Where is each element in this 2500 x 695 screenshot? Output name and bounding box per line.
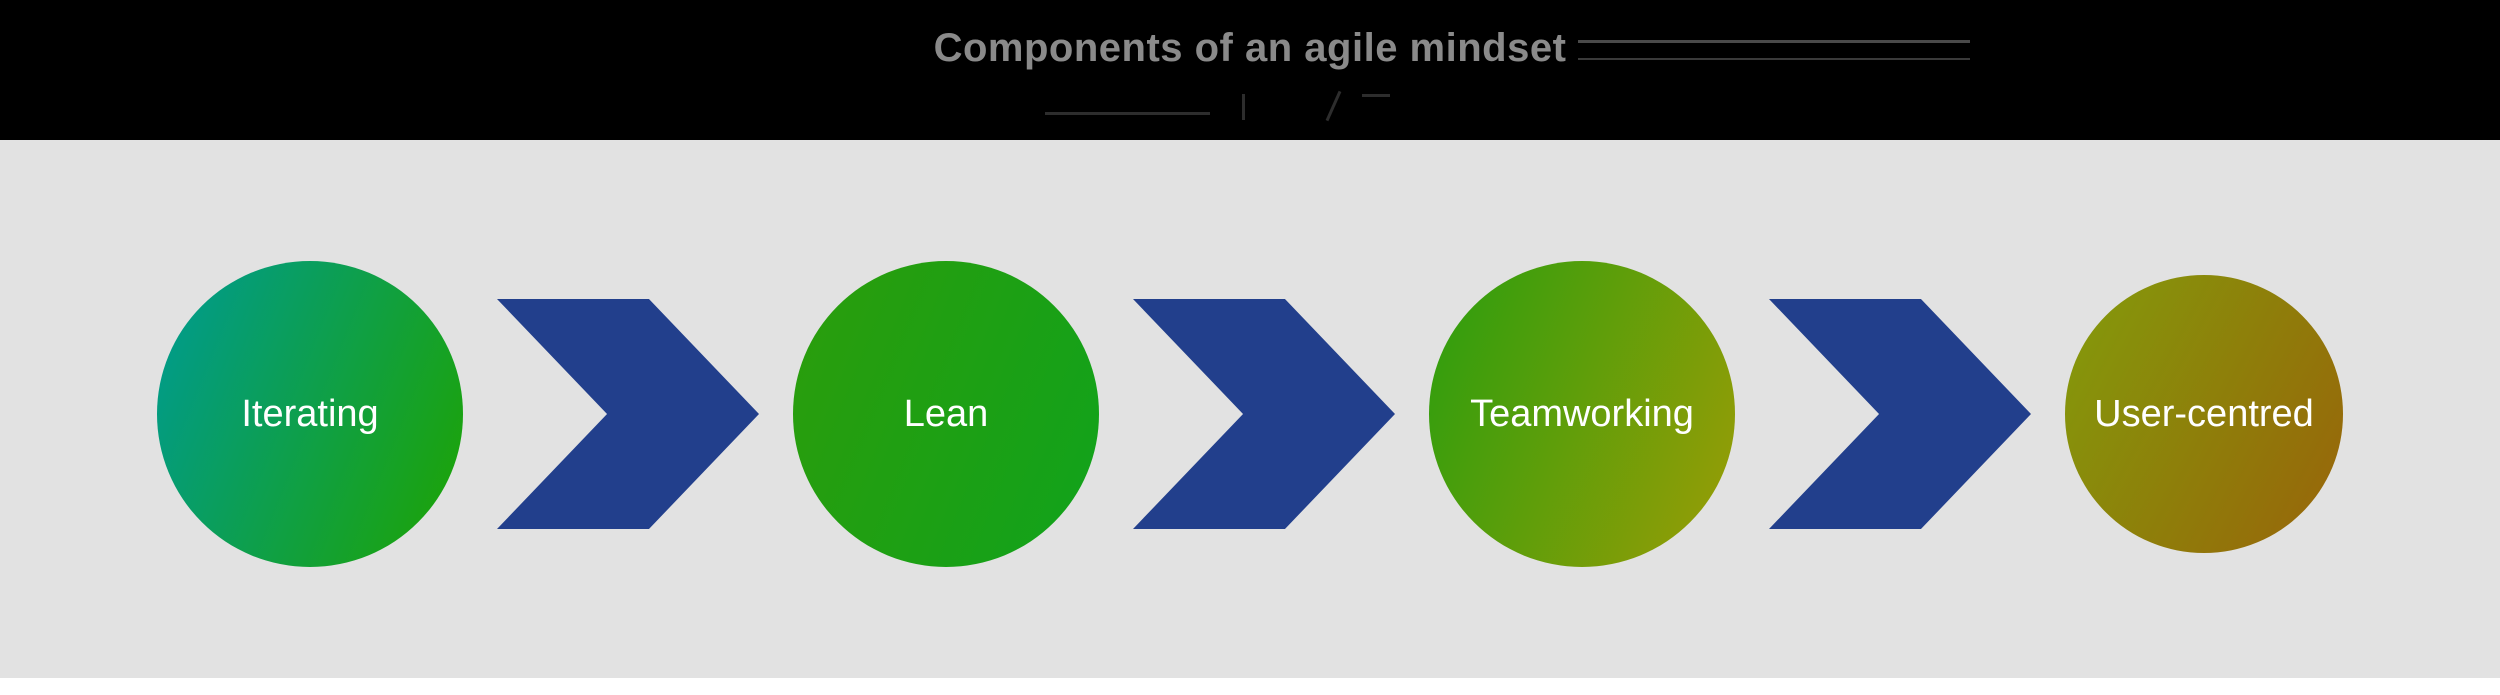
flow-arrow-2 xyxy=(1133,299,1395,529)
step-label-iterating: Iterating xyxy=(241,392,379,435)
header-bar: Components of an agile mindset xyxy=(0,0,2500,140)
page-title: Components of an agile mindset xyxy=(933,26,1567,70)
artifact-line-1 xyxy=(1578,40,1970,43)
artifact-mark-1 xyxy=(1045,112,1210,115)
step-circle-iterating: Iterating xyxy=(157,261,463,567)
step-label-user-centred: User-centred xyxy=(2094,392,2314,435)
step-label-lean: Lean xyxy=(903,392,989,435)
step-circle-teamworking: Teamworking xyxy=(1429,261,1735,567)
artifact-mark-2 xyxy=(1242,94,1245,120)
artifact-line-2 xyxy=(1578,58,1970,60)
step-circle-user-centred: User-centred xyxy=(2065,275,2343,553)
artifact-mark-4 xyxy=(1362,94,1390,97)
flow-arrow-1 xyxy=(497,299,759,529)
step-label-teamworking: Teamworking xyxy=(1470,392,1694,435)
artifact-mark-3 xyxy=(1325,90,1342,122)
flow-arrow-3 xyxy=(1769,299,2031,529)
diagram-stage: Iterating Lean Teamworking User-centred xyxy=(0,140,2500,678)
step-circle-lean: Lean xyxy=(793,261,1099,567)
